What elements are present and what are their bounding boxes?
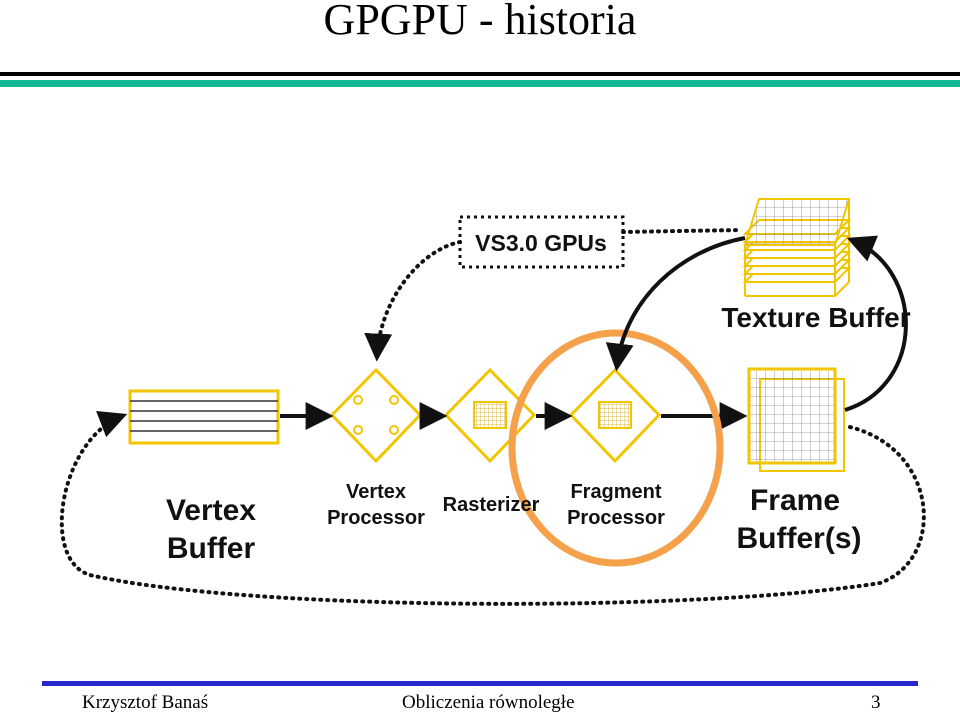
texture-buffer-label: Texture Buffer [721,302,910,333]
badge-label: VS3.0 GPUs [475,230,607,256]
rasterizer-label: Rasterizer [443,494,540,516]
footer-page-number: 3 [871,692,881,713]
vertex-processor-label-line2: Processor [327,507,425,529]
fragment-processor-highlight-circle [508,329,724,567]
title-accent-rule [0,80,960,87]
vertex-processor-diamond [329,367,423,464]
frame-buffer-shape [747,367,845,472]
fragment-processor-label-line1: Fragment [570,481,661,503]
dotted-arrow-badge-to-vertex-processor [364,240,462,362]
fragment-processor-label-line2: Processor [567,507,665,529]
arrow-frame-buffer-to-texture [844,235,908,412]
dotted-line-badge-to-texture [621,228,742,234]
frame-buffer-label-line1: Frame [750,484,840,517]
vs30-gpus-badge: VS3.0 GPUs [458,215,625,269]
dotted-feedback-loop [59,411,926,606]
fragment-processor-diamond [568,367,662,464]
texture-buffer-stack [742,198,852,297]
vertex-buffer-shape [128,389,280,445]
vertex-buffer-label-line2: Buffer [167,532,256,565]
page-title: GPGPU - historia [323,0,637,44]
rasterizer-diamond [443,367,537,464]
vertex-buffer-label-line1: Vertex [166,494,256,527]
title-rule [0,72,960,76]
footer-bar [42,681,918,686]
vertex-processor-label-line1: Vertex [346,481,406,503]
frame-buffer-label-line2: Buffer(s) [737,522,862,555]
arrow-texture-to-fragment-processor [605,236,746,372]
footer-course: Obliczenia równoległe [402,692,575,713]
footer-author: Krzysztof Banaś [82,692,209,713]
